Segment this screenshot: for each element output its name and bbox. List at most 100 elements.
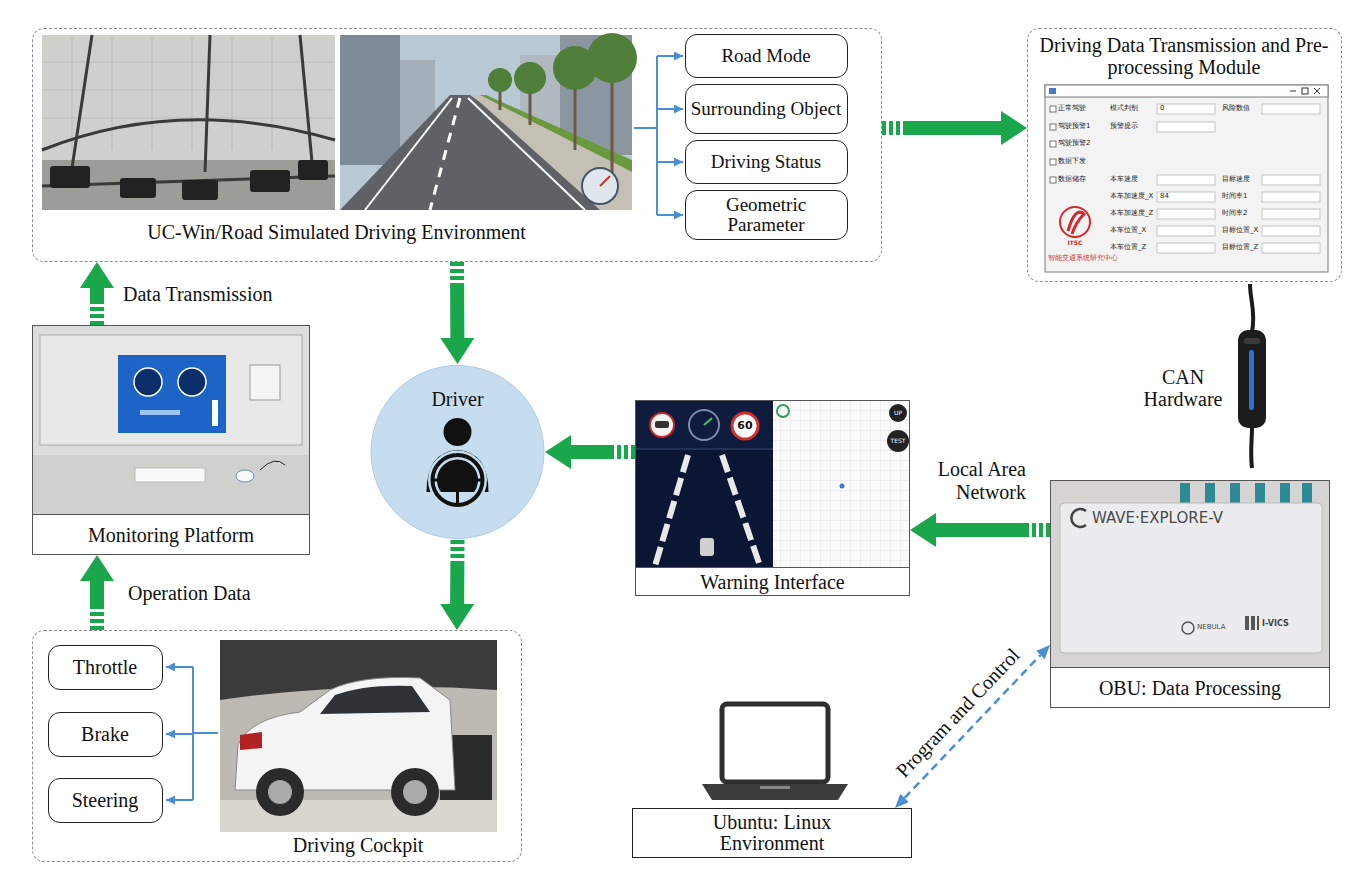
screen-text: 智能交通系统研究中心 (1048, 255, 1118, 262)
driving-cockpit-photo (268, 780, 292, 804)
obu-device-photo (1280, 483, 1290, 505)
edge-label: Program and Control (891, 644, 1024, 782)
projector-room-photo (250, 170, 290, 192)
driving-cockpit-photo (403, 780, 427, 804)
software-window (1045, 85, 1328, 272)
software-window (1157, 243, 1215, 253)
driving-cockpit-photo (256, 768, 304, 816)
device-text: NEBULA (1197, 624, 1225, 631)
driver-circle-fill (371, 366, 544, 539)
road-scene-screenshot (480, 95, 632, 172)
warning-screen (636, 401, 773, 449)
environment-bracket (657, 161, 683, 163)
warning-screen (636, 401, 909, 568)
edge-label: Data Transmission (123, 283, 272, 306)
road-scene-screenshot (574, 80, 577, 150)
hardware-label: CAN Hardware (1138, 366, 1228, 410)
environment-bracket (657, 108, 683, 110)
flow-arrow (90, 581, 104, 630)
monitoring-platform-photo (33, 326, 309, 515)
monitoring-platform-photo (40, 335, 302, 445)
driving-cockpit-photo (220, 640, 497, 832)
driver-head (444, 418, 472, 446)
warning-screen (655, 421, 669, 428)
node-label: Ubuntu: Linux Environment (697, 812, 847, 854)
driving-cockpit-photo (391, 768, 439, 816)
screen-text: 驾驶预警2 (1058, 140, 1090, 147)
screen-text: 数据下发 (1058, 158, 1086, 165)
projector-room-photo (152, 35, 153, 150)
obu-device-photo (1180, 483, 1190, 505)
flow-arrow (936, 523, 1050, 537)
monitoring-platform: Monitoring Platform (32, 325, 310, 555)
obu-device-photo (1180, 483, 1312, 505)
software-window (1290, 88, 1320, 94)
software-window (1157, 175, 1215, 185)
obu-device-photo (1255, 483, 1265, 505)
can-hardware-cable (1238, 284, 1266, 468)
device-text: WAVE·EXPLORE-V (1092, 511, 1223, 526)
software-window (1302, 88, 1308, 94)
software-window (1045, 85, 1328, 97)
node-label: Brake (81, 724, 129, 745)
node-label: UC-Win/Road Simulated Driving Environmen… (42, 221, 632, 243)
software-window (1262, 192, 1320, 202)
software-window (1314, 88, 1320, 94)
node-label: Driving Status (711, 152, 821, 172)
obu-device-photo (1230, 483, 1240, 505)
data-item-box: Driving Status (685, 140, 848, 184)
monitoring-platform-photo (33, 326, 309, 515)
projector-room-photo (272, 35, 273, 150)
warning-screen (889, 404, 907, 422)
cockpit-group: Driving CockpitThrottleBrakeSteering (32, 630, 522, 862)
node-label: Warning Interface (700, 571, 844, 593)
environment-bracket (634, 127, 657, 129)
road-scene-screenshot (340, 35, 400, 165)
software-window (1157, 226, 1215, 236)
projector-room-photo (42, 118, 335, 119)
driver-circle: Driver (370, 364, 545, 540)
obu-device-photo (1245, 616, 1249, 630)
screen-text: 0 (1160, 105, 1164, 112)
road-scene-screenshot (468, 98, 585, 210)
screen-text: 本车位置_X (1110, 227, 1146, 234)
flow-arrow (90, 288, 104, 325)
projector-room-photo (42, 62, 335, 63)
data-item-box: Geometric Parameter (685, 190, 848, 240)
warning-screen (650, 413, 674, 437)
screen-text: 目标位置_X (1222, 227, 1258, 234)
screen-text: 正常驾驶 (1058, 105, 1086, 112)
node-label: Driver (370, 388, 545, 410)
software-window (1050, 141, 1056, 147)
environment-bracket (634, 56, 683, 215)
software-window (1068, 212, 1084, 234)
warning-screen (732, 413, 758, 439)
projector-room-photo (42, 35, 335, 186)
software-window (1049, 88, 1056, 94)
projector-room-photo (72, 35, 73, 150)
driving-cockpit-photo (320, 686, 430, 714)
projector-room-photo (42, 160, 335, 210)
flow-arrow (882, 121, 1001, 135)
can-hardware-cable (1249, 428, 1254, 468)
screen-text: 模式判别 (1110, 105, 1138, 112)
can-hardware-cable (1249, 350, 1254, 410)
screen-text: 预警提示 (1110, 123, 1138, 130)
warning-screen (840, 484, 845, 489)
environment-bracket (656, 56, 658, 215)
software-window (1314, 88, 1320, 94)
node-label: Throttle (73, 657, 137, 678)
monitoring-platform-photo (236, 470, 254, 482)
projector-room-photo (205, 35, 210, 172)
steering-wheel (433, 480, 483, 505)
device-text: I-VICS (1262, 620, 1289, 628)
edge-label: Operation Data (128, 582, 251, 605)
screen-text: 时间率2 (1222, 210, 1247, 217)
obu-device-photo (1251, 616, 1255, 630)
flow-arrow (571, 445, 635, 459)
software-window (1157, 104, 1320, 253)
road-scene-screenshot (340, 33, 637, 210)
monitoring-platform-photo (250, 365, 280, 400)
warning-screen (722, 455, 760, 566)
